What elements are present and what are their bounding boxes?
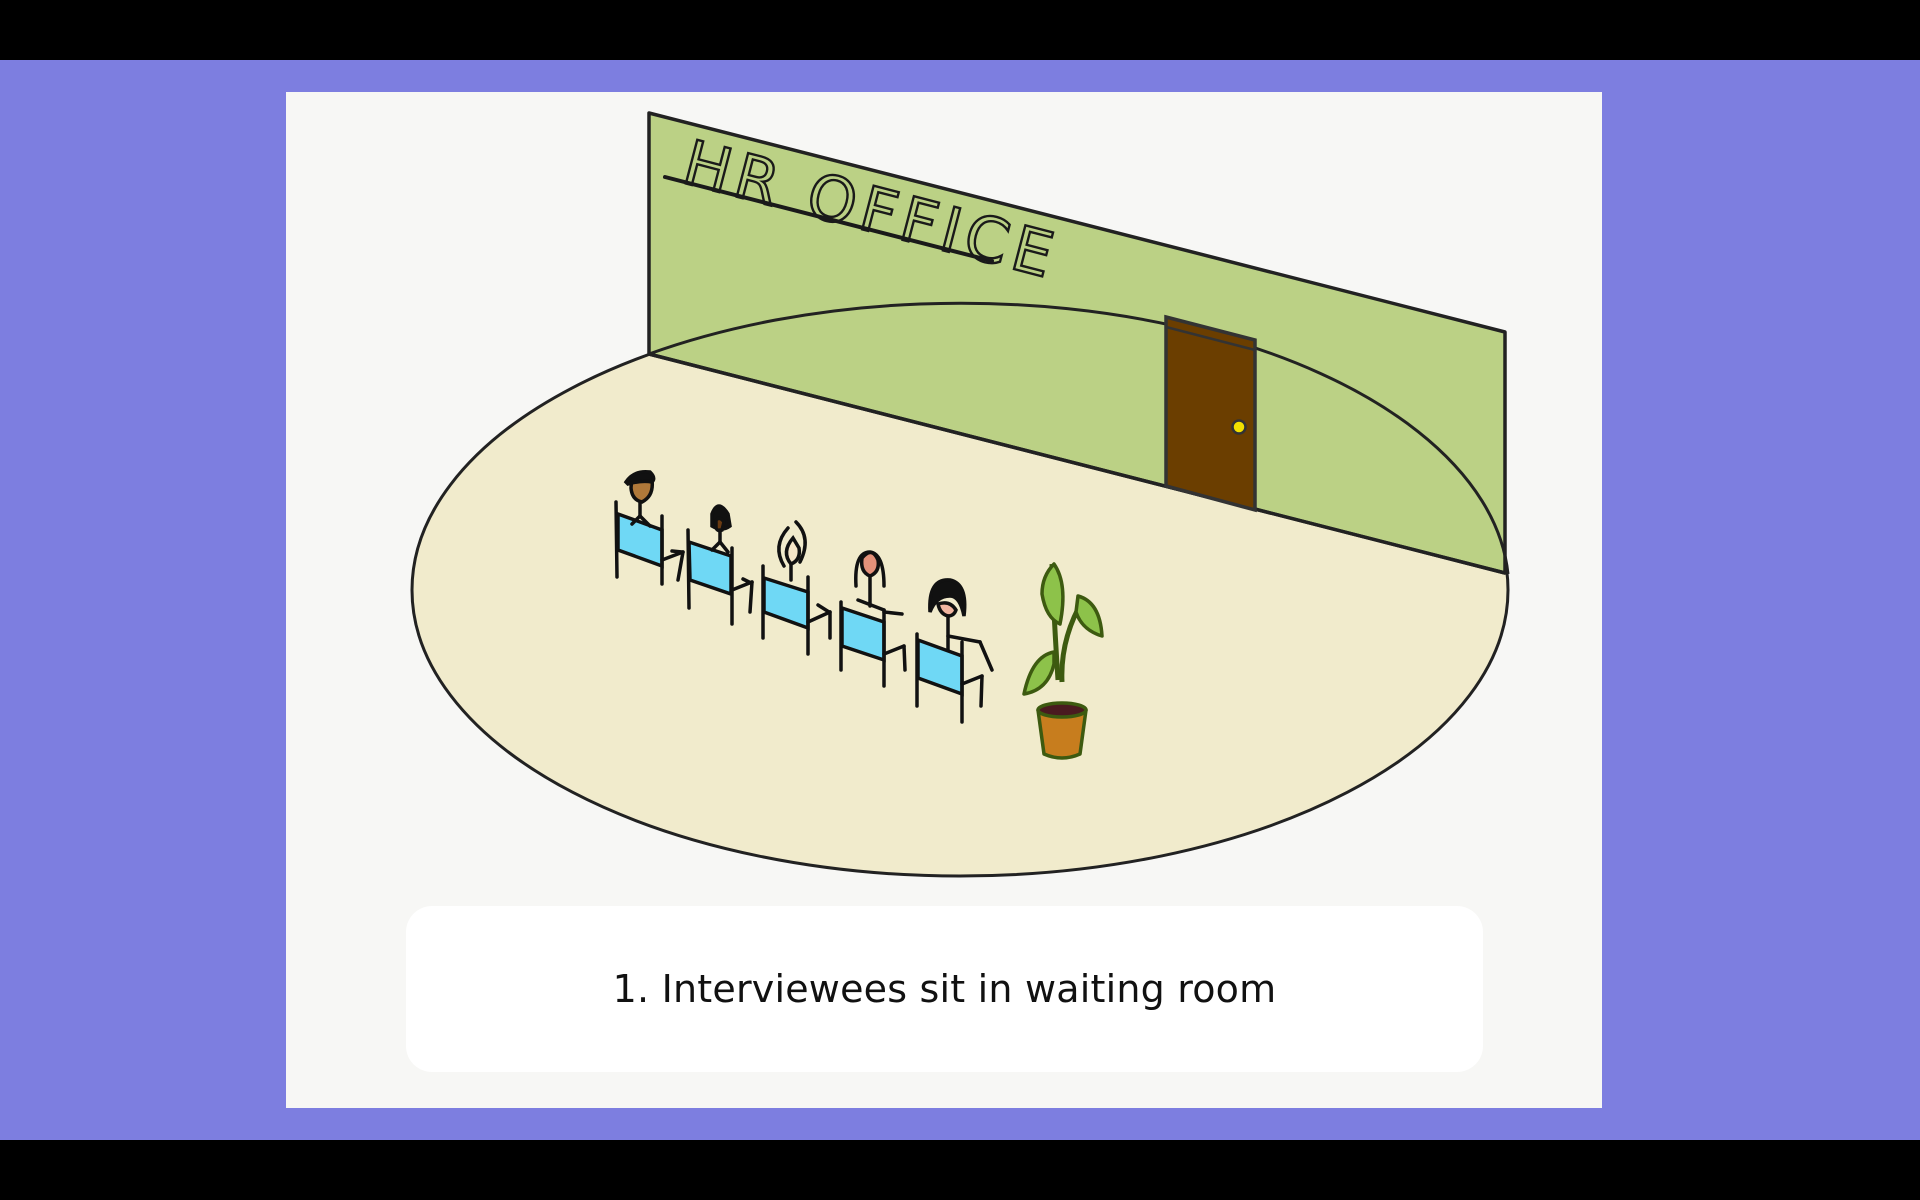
- chair-3: [761, 564, 832, 656]
- person-4: [854, 550, 904, 616]
- office-door[interactable]: [1164, 314, 1257, 513]
- slide-background: HR OFFICE: [0, 60, 1920, 1140]
- person-5: [928, 578, 994, 672]
- person-3: [777, 520, 807, 582]
- caption-text: 1. Interviewees sit in waiting room: [612, 967, 1277, 1011]
- chair-2: [686, 528, 754, 626]
- waiting-room-illustration: HR OFFICE: [410, 111, 1510, 878]
- caption-box: 1. Interviewees sit in waiting room: [406, 906, 1483, 1072]
- chairs-row: [614, 469, 994, 724]
- chair-5: [915, 632, 984, 724]
- door-knob-icon: [1231, 419, 1247, 435]
- chair-4: [839, 600, 907, 688]
- potted-plant: [1022, 562, 1104, 760]
- person-1: [623, 469, 656, 528]
- person-2: [710, 504, 732, 554]
- slide-card: HR OFFICE: [286, 92, 1602, 1108]
